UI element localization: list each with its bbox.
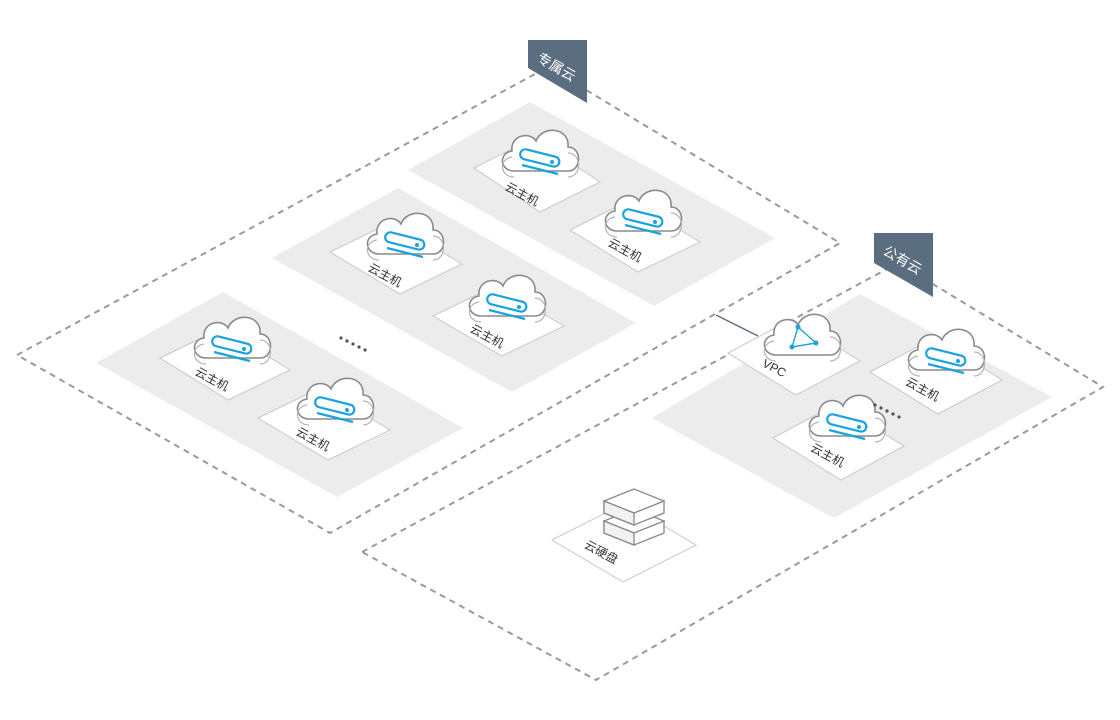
vpc-connector-line <box>715 314 759 337</box>
disk-stack-icon <box>603 488 665 546</box>
vm-node[interactable]: 云主机 <box>868 328 1004 415</box>
vpc-node[interactable]: VPC <box>726 313 862 396</box>
more-groups-ellipsis <box>339 336 367 352</box>
host-group-plate <box>96 292 463 497</box>
public-cloud-boundary <box>359 261 1105 682</box>
public-cloud-tag: 公有云 <box>874 233 933 297</box>
more-hosts-ellipsis <box>873 403 901 419</box>
dedicated-cloud-boundary <box>14 65 842 535</box>
dedicated-cloud-tag: 专属云 <box>528 40 587 103</box>
host-group-plate <box>408 102 775 306</box>
vm-node[interactable]: 云主机 <box>256 377 392 461</box>
cloud-disk-node[interactable]: 云硬盘 <box>550 488 698 583</box>
